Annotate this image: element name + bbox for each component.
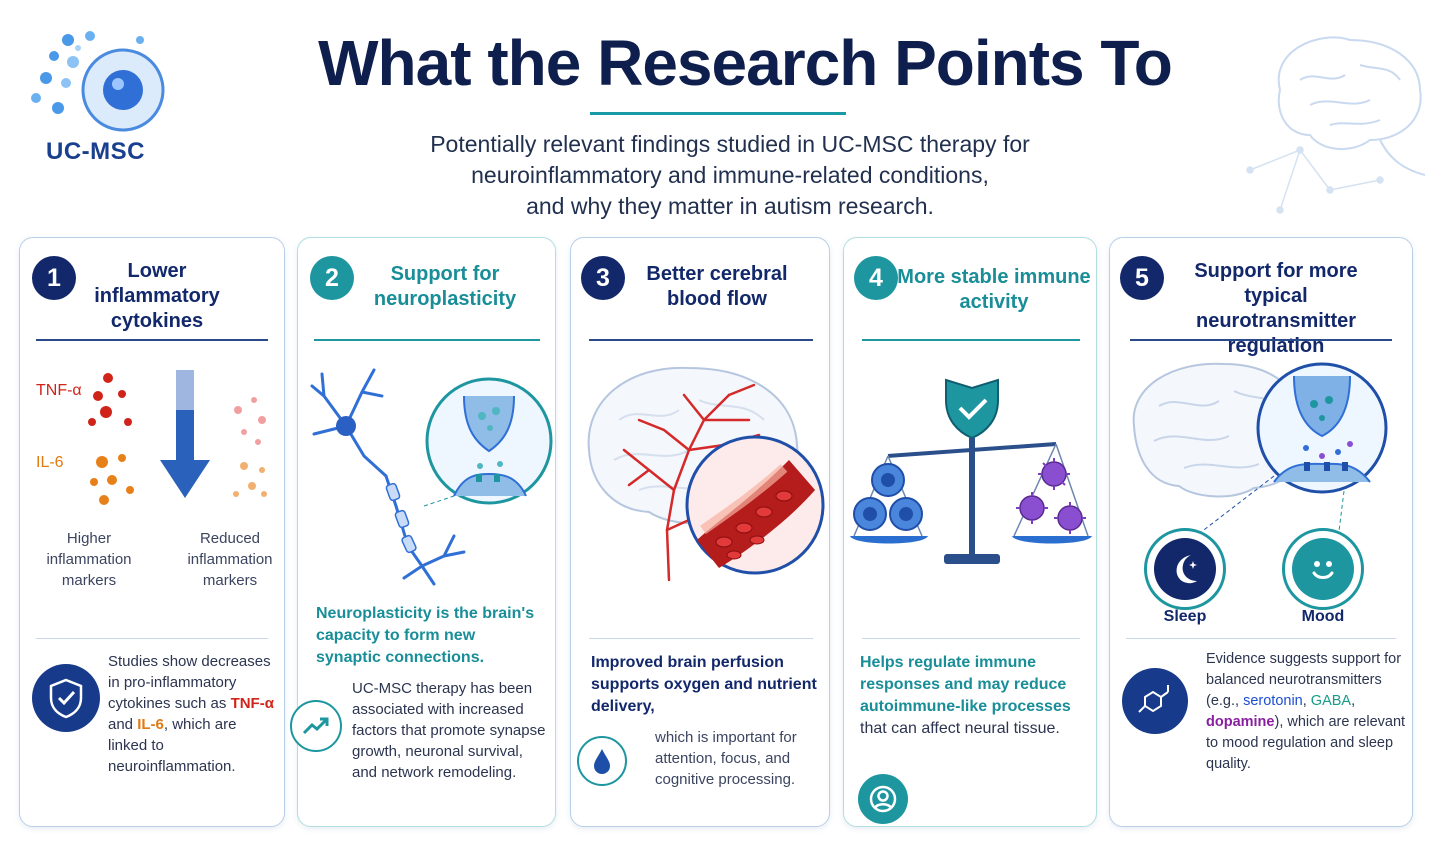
card-neuroplasticity: 2 Support for neuroplasticity Neuroplast…: [290, 237, 556, 827]
card-body: UC-MSC therapy has been associated with …: [352, 680, 546, 781]
shield-check-icon: [32, 664, 100, 732]
card-body: which is important for attention, focus,…: [655, 729, 797, 788]
card-title-rule: [36, 339, 268, 341]
card-title-rule: [589, 339, 813, 341]
card-body: Evidence suggests support for balanced n…: [1206, 651, 1406, 772]
cytokine-reduction-illustration: [88, 370, 267, 505]
card-divider: [1126, 638, 1396, 639]
page-title: What the Research Points To: [318, 27, 1173, 99]
step-number-badge: 2: [310, 256, 354, 300]
step-number-badge: 3: [581, 256, 625, 300]
card-neurotransmitter-regulation: 5 Support for more typical neurotransmit…: [1109, 237, 1413, 827]
reduced-markers-label: Reduced inflammation markers: [187, 530, 273, 589]
mood-label: Mood: [1301, 608, 1345, 625]
card-title: Support for more typical neurotransmitte…: [1194, 260, 1358, 357]
card-divider: [36, 638, 268, 639]
card-divider: [862, 638, 1080, 639]
step-number-badge: 4: [854, 256, 898, 300]
brain-network-decoration-icon: [1240, 10, 1430, 220]
sleep-label: Sleep: [1163, 608, 1207, 625]
card-lead-text: Helps regulate immune responses and may …: [860, 654, 1071, 737]
brain-blood-vessel-illustration: [587, 366, 825, 582]
logo-text: UC-MSC: [46, 138, 145, 165]
card-title: More stable immune activity: [897, 266, 1091, 313]
card-title: Support for neuroplasticity: [373, 263, 517, 310]
card-title-rule: [1130, 339, 1392, 341]
uc-msc-logo: [28, 28, 178, 168]
smile-icon: [1282, 528, 1364, 610]
tnf-alpha-label: TNF-α: [36, 382, 82, 399]
card-blood-flow: 3 Better cerebral blood flow Improved br…: [570, 237, 830, 827]
title-underline: [590, 112, 846, 115]
molecule-icon: [1122, 668, 1188, 734]
water-drop-icon: [577, 736, 627, 786]
card-immune-activity: 4 More stable immune activity Helps regu…: [843, 237, 1097, 827]
page-subtitle: Potentially relevant findings studied in…: [430, 131, 1030, 219]
moon-icon: [1144, 528, 1226, 610]
person-icon: [858, 774, 908, 824]
higher-markers-label: Higher inflammation markers: [46, 530, 132, 589]
il6-label: IL-6: [36, 454, 64, 471]
step-number-badge: 5: [1120, 256, 1164, 300]
card-lead-text: Neuroplasticity is the brain's capacity …: [316, 605, 535, 666]
card-title: Better cerebral blood flow: [646, 263, 788, 310]
card-divider: [589, 638, 813, 639]
neuron-synapse-illustration: [310, 368, 553, 586]
card-title-rule: [314, 339, 540, 341]
step-number-badge: 1: [32, 256, 76, 300]
card-body: Studies show decreases in pro-inflammato…: [108, 653, 274, 775]
trending-up-icon: [290, 700, 342, 752]
immune-balance-scale-illustration: [850, 378, 1092, 564]
card-lower-cytokines: 1 Lower inflammatory cytokines TNF-α IL-…: [19, 237, 285, 827]
card-title: Lower inflammatory cytokines: [94, 260, 220, 332]
brain-neurotransmitter-illustration: [1132, 362, 1388, 537]
card-title-rule: [862, 339, 1080, 341]
card-lead-text: Improved brain perfusion supports oxygen…: [591, 654, 817, 715]
